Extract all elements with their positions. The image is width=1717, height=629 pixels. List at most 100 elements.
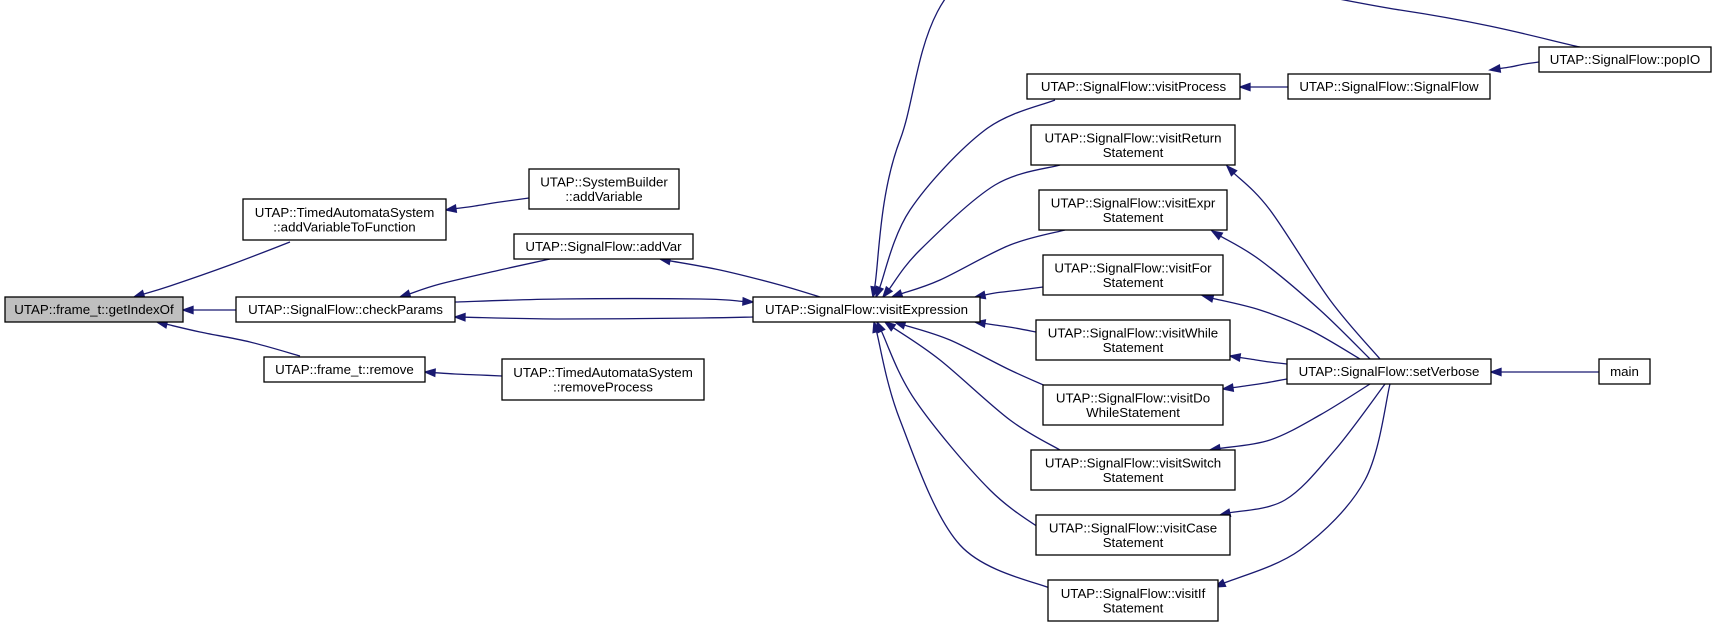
edge-removeProcess-to-frameRemove (423, 368, 503, 378)
node-checkParams[interactable]: UTAP::SignalFlow::checkParams (235, 296, 456, 323)
node-frameRemove[interactable]: UTAP::frame_t::remove (263, 356, 426, 383)
edge-setVerbose-to-visitSwitch (1208, 383, 1371, 453)
edge-addVariableToFunction-to-getIndexOf (132, 241, 291, 299)
edge-line (166, 323, 301, 357)
arrowhead (1228, 353, 1242, 363)
node-box (4, 296, 184, 323)
node-box (263, 356, 426, 383)
node-label: WhileStatement (1086, 405, 1180, 420)
node-label: UTAP::SignalFlow::setVerbose (1299, 364, 1480, 379)
node-box (235, 296, 456, 323)
node-box (1035, 514, 1231, 556)
node-box (1030, 124, 1236, 166)
edge-popIO-to-signalFlow (1488, 61, 1540, 73)
node-main[interactable]: main (1598, 358, 1651, 385)
edge-visitIf-to-visitExpression (872, 320, 1056, 591)
edge-line (875, 331, 1056, 591)
node-box (1035, 319, 1231, 361)
arrowhead (1225, 164, 1238, 177)
arrowhead (453, 312, 466, 322)
edge-line (888, 164, 1061, 290)
node-label: Statement (1103, 535, 1164, 550)
edge-line (1212, 297, 1361, 360)
edge-line (1233, 172, 1381, 360)
node-signalFlow[interactable]: UTAP::SignalFlow::SignalFlow (1287, 73, 1491, 100)
node-label: ::addVariableToFunction (273, 219, 415, 234)
arrowhead (742, 296, 755, 306)
node-box (501, 358, 705, 401)
node-label: UTAP::SignalFlow::visitDo (1056, 390, 1210, 405)
arrowhead (881, 285, 894, 299)
node-setVerbose[interactable]: UTAP::SignalFlow::setVerbose (1286, 358, 1492, 385)
node-box (1598, 358, 1651, 385)
node-visitExpression[interactable]: UTAP::SignalFlow::visitExpression (752, 296, 981, 323)
edge-line (1232, 378, 1288, 389)
node-label: UTAP::SignalFlow::visitWhile (1048, 325, 1218, 340)
node-label: UTAP::SignalFlow::addVar (525, 239, 682, 254)
edge-line (984, 322, 1037, 333)
node-label: UTAP::frame_t::remove (275, 362, 414, 377)
node-box (1286, 358, 1492, 385)
node-box (1030, 449, 1236, 491)
edge-main-to-setVerbose (1489, 367, 1599, 377)
node-box (1026, 73, 1241, 100)
edge-visitReturn-to-visitExpression (881, 164, 1061, 299)
arrowhead (870, 285, 880, 299)
node-box (752, 296, 981, 323)
node-addVar[interactable]: UTAP::SignalFlow::addVar (513, 233, 694, 260)
edge-line (904, 324, 1056, 391)
arrowhead (1221, 383, 1235, 393)
node-box (1287, 73, 1491, 100)
edge-line (901, 229, 1066, 295)
node-label: UTAP::SignalFlow::visitSwitch (1045, 455, 1221, 470)
arrowhead (1489, 367, 1502, 377)
nodes-layer: UTAP::frame_t::getIndexOfUTAP::TimedAuto… (4, 46, 1712, 622)
arrowhead (893, 321, 907, 330)
arrowhead (1210, 230, 1224, 241)
arrowhead (444, 204, 458, 214)
node-box (513, 233, 694, 260)
edge-visitDoWhile-to-visitExpression (893, 321, 1056, 391)
edge-setVerbose-to-visitReturn (1225, 164, 1381, 360)
node-label: UTAP::TimedAutomataSystem (513, 365, 693, 380)
node-label: UTAP::SystemBuilder (540, 174, 668, 189)
edge-setVerbose-to-visitExpr (1210, 230, 1371, 360)
node-label: UTAP::SignalFlow::popIO (1550, 52, 1701, 67)
node-getIndexOf[interactable]: UTAP::frame_t::getIndexOf (4, 296, 184, 323)
node-label: Statement (1103, 145, 1164, 160)
node-addVariableToFunction[interactable]: UTAP::TimedAutomataSystem::addVariableTo… (242, 198, 447, 241)
node-label: UTAP::SignalFlow::checkParams (248, 302, 443, 317)
arrowhead (883, 320, 897, 332)
node-label: Statement (1103, 470, 1164, 485)
node-visitProcess[interactable]: UTAP::SignalFlow::visitProcess (1026, 73, 1241, 100)
node-addVariable[interactable]: UTAP::SystemBuilder::addVariable (528, 168, 680, 210)
node-label: UTAP::SignalFlow::visitCase (1049, 520, 1217, 535)
edge-popIO-to-visitExpression (870, 0, 1581, 299)
node-label: ::removeProcess (553, 379, 653, 394)
node-label: Statement (1103, 340, 1164, 355)
node-removeProcess[interactable]: UTAP::TimedAutomataSystem::removeProcess (501, 358, 705, 401)
node-box (1042, 254, 1224, 296)
edge-line (1223, 383, 1391, 584)
arrowhead (181, 305, 194, 315)
edge-addVar-to-checkParams (398, 258, 551, 299)
node-label: UTAP::TimedAutomataSystem (255, 205, 435, 220)
node-box (1042, 384, 1224, 426)
node-label: Statement (1103, 275, 1164, 290)
node-label: Statement (1103, 600, 1164, 615)
node-label: ::addVariable (565, 189, 642, 204)
edge-line (143, 241, 291, 295)
arrowhead (1238, 82, 1251, 92)
edge-line (454, 298, 744, 303)
node-popIO[interactable]: UTAP::SignalFlow::popIO (1538, 46, 1712, 73)
edge-line (455, 197, 530, 210)
